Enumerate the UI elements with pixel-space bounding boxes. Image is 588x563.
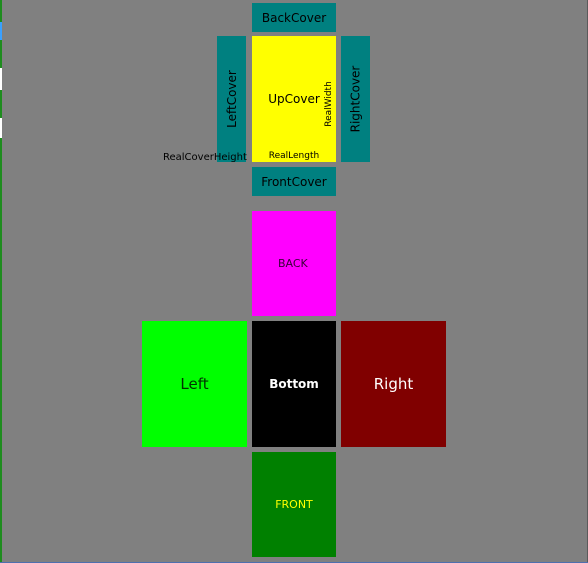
back-face-panel[interactable]: BACK (252, 211, 336, 316)
left-cover-panel[interactable]: LeftCover (217, 36, 246, 162)
up-cover-panel[interactable]: UpCover RealWidth RealLength (252, 36, 336, 162)
up-cover-label: UpCover (268, 92, 320, 106)
bottom-face-panel[interactable]: Bottom (252, 321, 336, 447)
real-width-label: RealWidth (324, 81, 334, 127)
real-length-label: RealLength (268, 151, 320, 161)
left-face-panel[interactable]: Left (142, 321, 247, 447)
left-cover-label: LeftCover (224, 70, 239, 128)
back-cover-panel[interactable]: BackCover (252, 3, 336, 32)
real-cover-height-label: RealCoverHeight (163, 152, 247, 163)
back-face-label: BACK (278, 257, 308, 270)
front-face-panel[interactable]: FRONT (252, 452, 336, 557)
real-width-label-container: RealWidth (322, 81, 336, 127)
right-cover-panel[interactable]: RightCover (341, 36, 370, 162)
edge-marker (0, 68, 2, 90)
right-face-panel[interactable]: Right (341, 321, 446, 447)
window-left-edge (0, 0, 2, 563)
back-cover-label: BackCover (261, 10, 327, 25)
left-face-label: Left (180, 375, 209, 393)
edge-marker (0, 22, 2, 40)
front-face-label: FRONT (275, 498, 313, 511)
front-cover-panel[interactable]: FrontCover (252, 167, 336, 196)
front-cover-label: FrontCover (261, 174, 327, 189)
right-cover-label: RightCover (348, 65, 363, 133)
right-face-label: Right (373, 375, 414, 393)
edge-marker (0, 118, 2, 138)
bottom-face-label: Bottom (269, 377, 319, 391)
